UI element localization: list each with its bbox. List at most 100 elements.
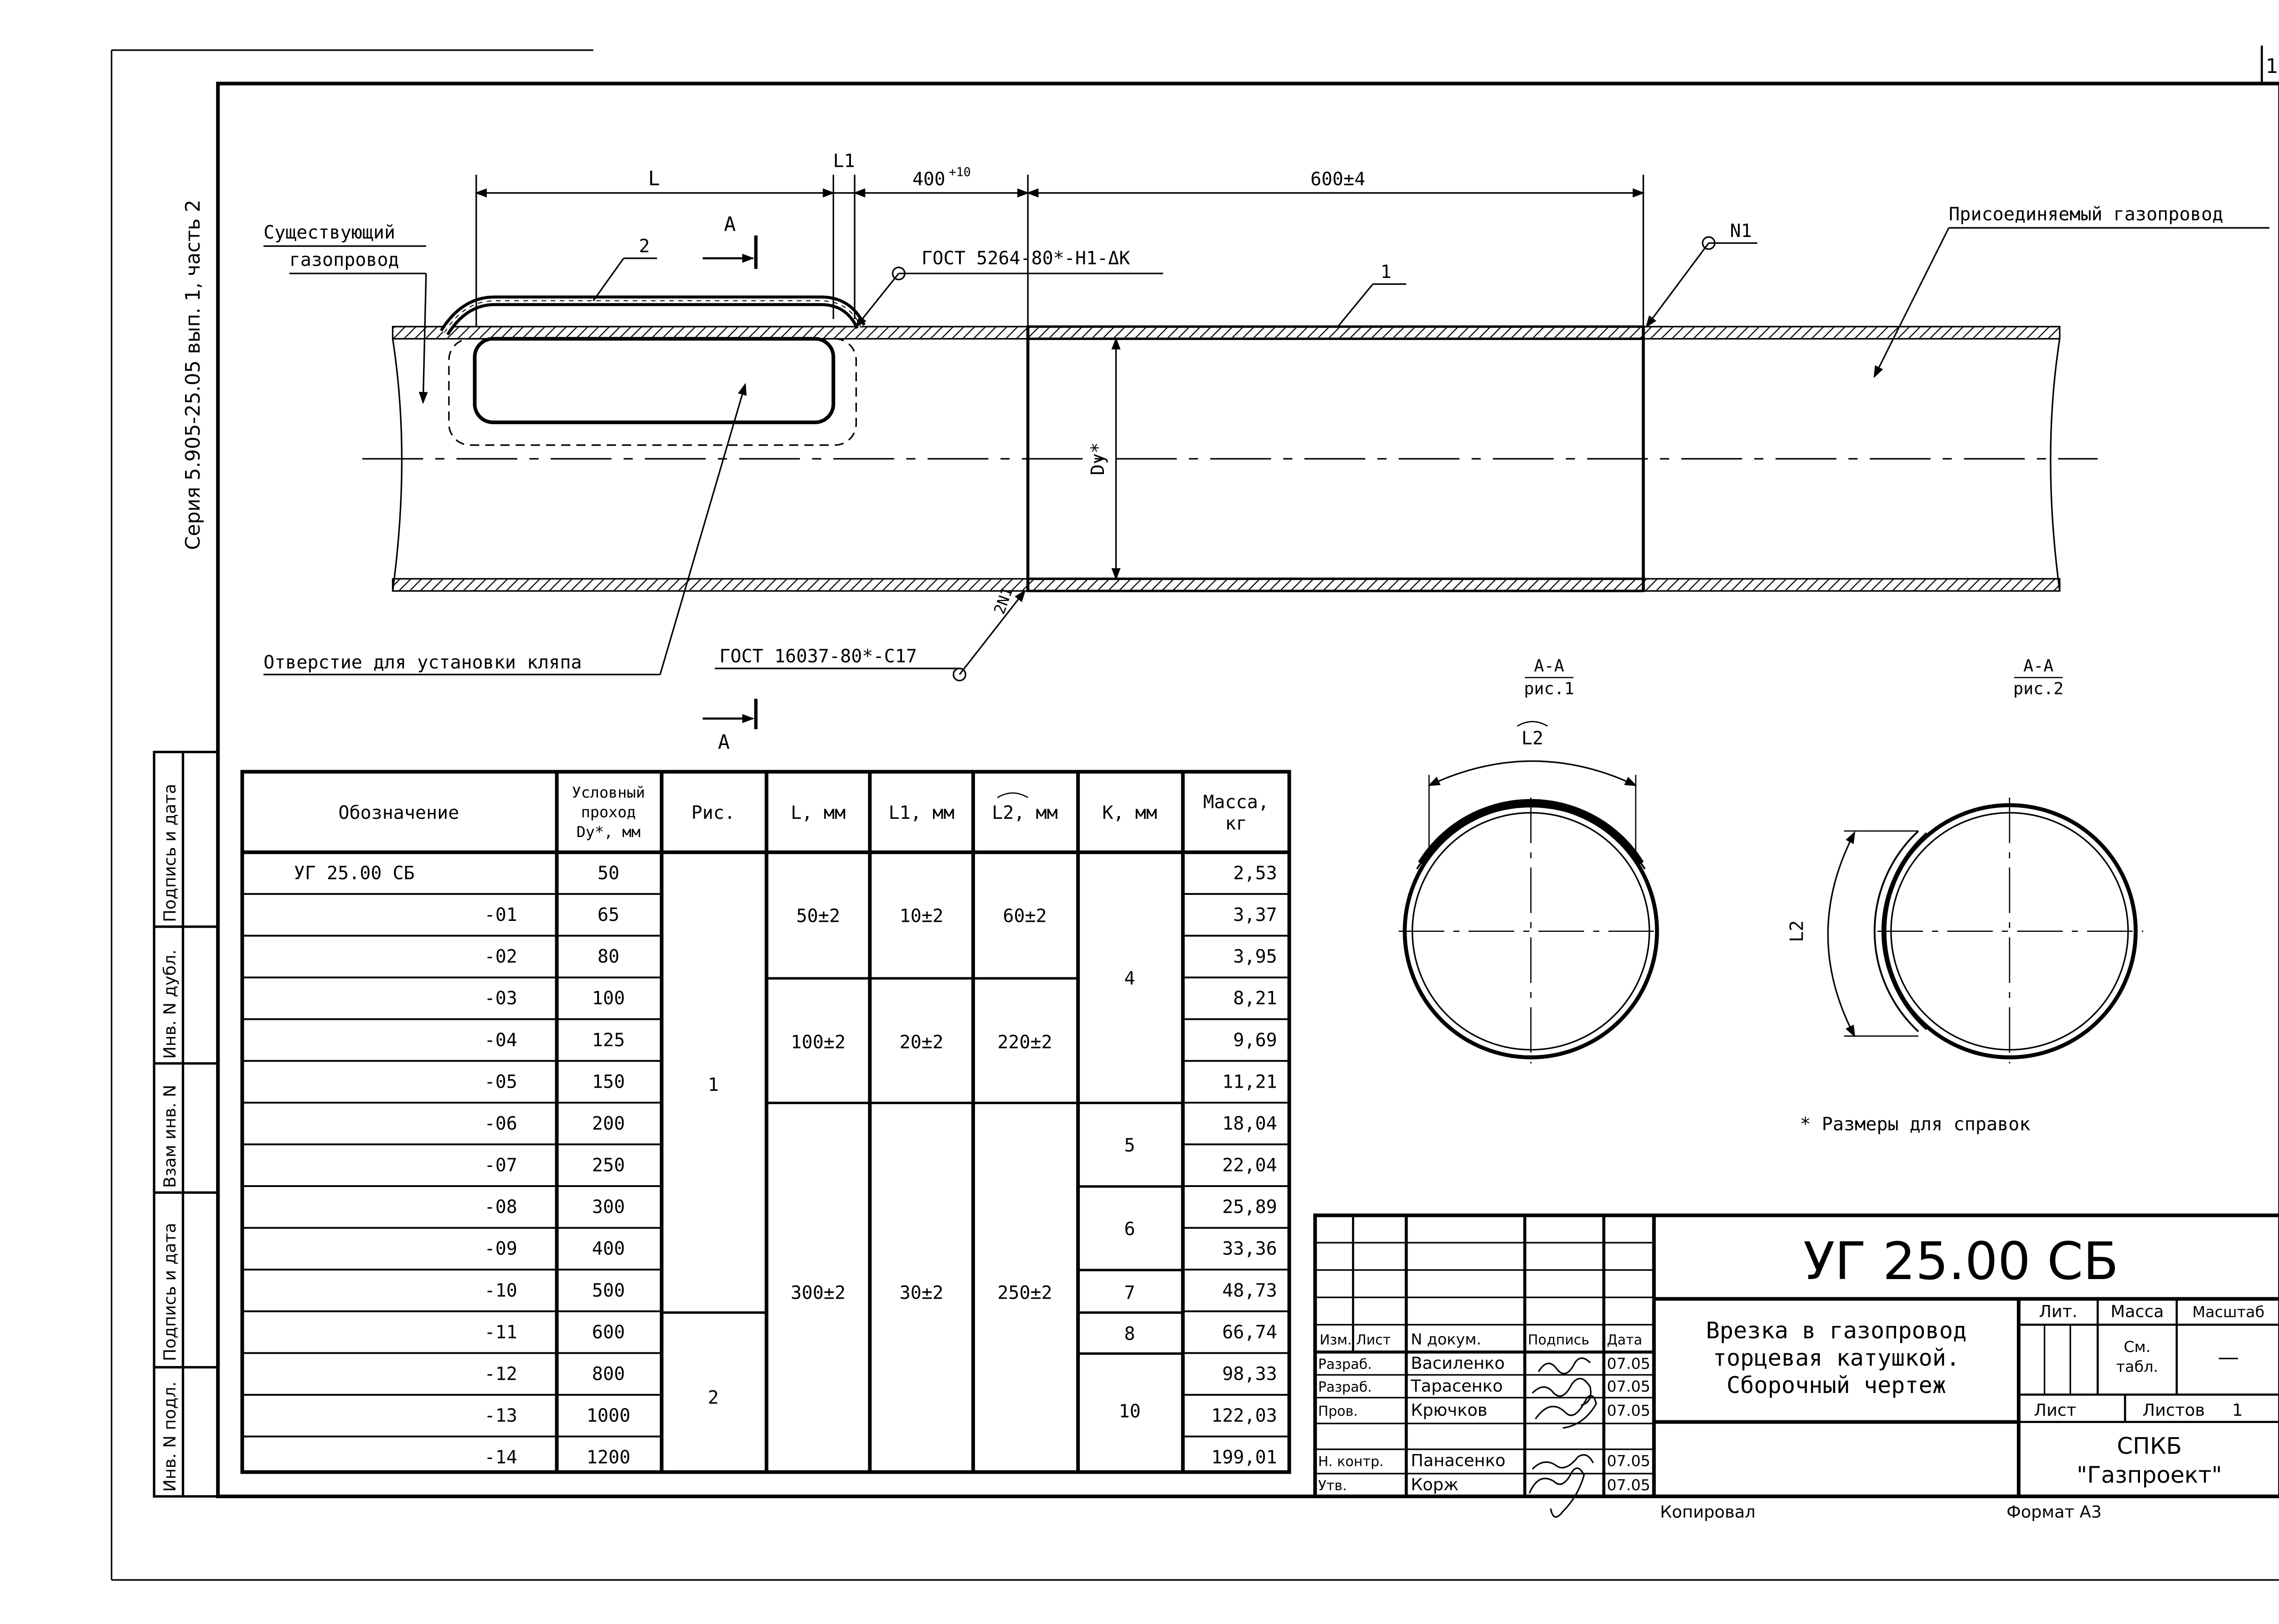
pos-1: 1 <box>1381 262 1392 283</box>
th-dy-1: Условный <box>572 783 645 801</box>
dim-l2-a1: L2 <box>1521 728 1543 749</box>
svg-text:А-А: А-А <box>1534 656 1564 676</box>
tb-col-izm: Изм. <box>1320 1332 1352 1348</box>
svg-text:100±2: 100±2 <box>791 1032 846 1053</box>
label-existing-pipe-2: газопровод <box>289 249 399 270</box>
section-mark-top: A <box>724 213 736 236</box>
cell-designation: -08 <box>485 1197 517 1218</box>
table-merged: 1 2 50±2 100±2 300±2 10±2 20±2 30±2 60±2… <box>708 906 1141 1422</box>
svg-text:30±2: 30±2 <box>900 1283 944 1304</box>
dim-L: L <box>648 168 660 190</box>
th-mass-1: Масса, <box>1203 792 1269 813</box>
cell-dy: 400 <box>592 1239 625 1259</box>
cell-mass: 2,53 <box>1233 863 1277 884</box>
svg-text:1: 1 <box>708 1074 719 1095</box>
tb-date: 07.05 <box>1607 1452 1650 1470</box>
tb-masshtab-val: — <box>2218 1345 2239 1370</box>
tb-col-date: Дата <box>1607 1332 1642 1348</box>
tb-listov: Листов <box>2142 1400 2205 1420</box>
tb-name: Василенко <box>1411 1353 1505 1373</box>
tb-masshtab: Масштаб <box>2192 1303 2264 1321</box>
tb-listov-val: 1 <box>2232 1400 2243 1420</box>
tb-name: Тарасенко <box>1410 1376 1503 1396</box>
cell-mass: 8,21 <box>1233 988 1277 1009</box>
cell-dy: 200 <box>592 1113 625 1134</box>
tb-org-1: СПКБ <box>2117 1433 2181 1460</box>
cell-dy: 125 <box>592 1030 625 1051</box>
svg-text:250±2: 250±2 <box>997 1283 1052 1304</box>
cell-dy: 250 <box>592 1155 625 1176</box>
cell-designation: -05 <box>485 1071 517 1092</box>
tb-name: Корж <box>1411 1475 1459 1495</box>
weld-n1: N1 <box>1730 221 1752 242</box>
weld-bottom-callout: ГОСТ 16037-80*-С17 <box>719 646 917 667</box>
svg-text:2: 2 <box>708 1388 719 1408</box>
svg-text:220±2: 220±2 <box>997 1032 1052 1053</box>
cell-mass: 25,89 <box>1222 1197 1277 1218</box>
tb-role: Разраб. <box>1318 1357 1372 1372</box>
cell-mass: 98,33 <box>1222 1363 1277 1384</box>
th-L: L, мм <box>791 802 846 823</box>
cell-mass: 48,73 <box>1222 1280 1277 1301</box>
tb-col-sign: Подпись <box>1528 1332 1589 1348</box>
cell-designation: -10 <box>485 1280 517 1301</box>
th-designation: Обозначение <box>338 802 459 823</box>
tb-date: 07.05 <box>1607 1355 1650 1372</box>
weld-top-callout: ГОСТ 5264-80*-Н1-ΔК <box>922 248 1130 269</box>
svg-text:8: 8 <box>1124 1324 1135 1345</box>
cell-mass: 11,21 <box>1222 1071 1277 1092</box>
dim-600: 600±4 <box>1310 169 1365 190</box>
cell-dy: 500 <box>592 1280 625 1301</box>
svg-text:10±2: 10±2 <box>900 906 944 927</box>
svg-text:50±2: 50±2 <box>796 906 840 927</box>
dim-400: 400 <box>913 169 945 190</box>
cell-designation: -04 <box>485 1030 517 1051</box>
cell-designation: -14 <box>485 1447 517 1468</box>
cell-mass: 3,95 <box>1233 946 1277 967</box>
signatures <box>1528 1357 1597 1518</box>
th-mass-2: кг <box>1225 813 1247 834</box>
table-header: Обозначение Условный проход Dy*, мм Рис.… <box>338 783 1269 841</box>
hole-opening <box>473 337 835 424</box>
patch-outline-hidden <box>448 338 857 446</box>
svg-text:300±2: 300±2 <box>791 1283 846 1304</box>
cell-dy: 1200 <box>587 1447 630 1468</box>
cell-dy: 150 <box>592 1071 625 1092</box>
cell-dy: 100 <box>592 988 625 1009</box>
title-block <box>1313 1213 2279 1498</box>
spec-table <box>240 770 1291 1474</box>
section-mark-bottom: A <box>718 731 730 754</box>
dim-dy: Dy* <box>1088 442 1109 475</box>
cell-designation: УГ 25.00 СБ <box>294 863 415 884</box>
pipe-wall-bottom-right <box>1642 578 2061 592</box>
stamp-sign-date-1: Подпись и дата <box>160 1223 180 1362</box>
series-label: Серия 5.905-25.05 вып. 1, часть 2 <box>182 200 205 550</box>
pipe-drawing: L L1 400 +10 600±4 Dy* Существующий газо… <box>263 151 2269 754</box>
th-dy-2: проход <box>581 803 636 821</box>
stamp-sign-date-2: Подпись и дата <box>160 784 180 922</box>
footnote: * Размеры для справок <box>1800 1114 2031 1135</box>
table-row: -10 500 48,73 <box>485 1280 1277 1301</box>
cell-designation: -13 <box>485 1405 517 1426</box>
tb-org-2: "Газпроект" <box>2077 1462 2222 1488</box>
svg-text:20±2: 20±2 <box>900 1032 944 1053</box>
pos-2: 2 <box>639 236 650 257</box>
tb-massa-val-1: См. <box>2124 1338 2150 1356</box>
svg-text:10: 10 <box>1119 1401 1140 1422</box>
tb-massa-val-2: табл. <box>2116 1358 2158 1376</box>
svg-text:4: 4 <box>1124 968 1135 989</box>
svg-text:6: 6 <box>1124 1219 1135 1240</box>
label-existing-pipe-1: Существующий <box>263 222 395 243</box>
pipe-wall-top-spool <box>1026 325 1645 340</box>
